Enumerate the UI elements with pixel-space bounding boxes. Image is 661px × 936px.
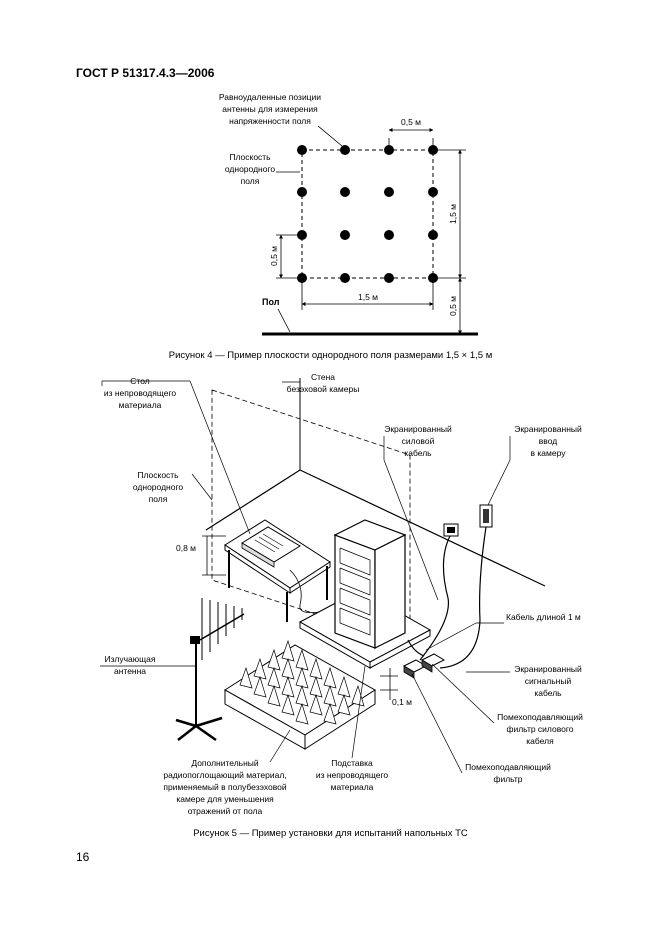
label-filter-1: Помехоподавляющий (465, 762, 551, 772)
field-plane-dashed (211, 389, 411, 646)
dim-height-label: 0,5 м (448, 296, 458, 316)
point (428, 230, 438, 240)
figure-4-uniform-field-plane: Равноудаленные позиции антенны для измер… (219, 92, 478, 336)
label-input-2: ввод (539, 436, 557, 446)
page-number: 16 (76, 850, 90, 864)
dim-bottom-label: 1,5 м (358, 292, 378, 302)
signal-cable (439, 526, 487, 669)
floor-edge-back (205, 469, 301, 531)
label-plane5-1: Плоскость (137, 470, 179, 480)
label-cable-1m: Кабель длиной 1 м (506, 612, 581, 622)
label-stand-3: материала (331, 782, 374, 792)
point (384, 187, 394, 197)
point (297, 145, 307, 155)
label-absorber-3: применяемый в полубезэховой (163, 782, 287, 792)
point (384, 230, 394, 240)
figure-5-floor-standing-setup: 0,8 м 0,1 м (100, 372, 583, 816)
point (384, 273, 394, 283)
label-power-filter-3: кабеля (526, 736, 554, 746)
label-antenna-2: антенна (114, 666, 146, 676)
label-absorber-1: Дополнительный (191, 758, 259, 768)
point (428, 273, 438, 283)
dim-right-label: 1,5 м (448, 204, 458, 224)
absorber-spikes (239, 639, 365, 725)
label-power-3: кабель (404, 448, 432, 458)
label-wall-2: безэховой камеры (287, 384, 360, 394)
point (340, 145, 350, 155)
power-cable (419, 535, 451, 661)
label-input-1: Экранированный (514, 424, 582, 434)
label-positions-1: Равноудаленные позиции (219, 92, 321, 102)
point (384, 145, 394, 155)
label-positions-2: антенны для измерения (222, 104, 318, 114)
measurement-points (297, 145, 438, 283)
point (340, 187, 350, 197)
label-table-2: из непроводящего (104, 388, 177, 398)
point (428, 145, 438, 155)
label-signal-2: сигнальный (525, 676, 572, 686)
eut-cabinet-front (334, 534, 376, 649)
dim-left-label: 0,5 м (269, 246, 279, 266)
label-plane-3: поля (241, 176, 260, 186)
label-absorber-2: радиопоглощающий материал, (163, 770, 286, 780)
floor-edge-right (299, 469, 546, 587)
label-absorber-5: отражений от пола (188, 806, 263, 816)
field-plane-outline (301, 149, 434, 279)
dim-top-label: 0,5 м (401, 117, 421, 127)
leader-floor (277, 308, 291, 333)
point (297, 230, 307, 240)
leader-positions (317, 125, 343, 147)
label-positions-3: напряженности поля (229, 116, 311, 126)
label-table-3: материала (119, 400, 162, 410)
label-input-3: в камеру (531, 448, 567, 458)
label-antenna-1: Излучающая (105, 654, 156, 664)
label-signal-3: кабель (534, 688, 562, 698)
figure-4-caption: Рисунок 4 — Пример плоскости однородного… (168, 350, 493, 361)
label-filter-2: фильтр (493, 774, 522, 784)
label-power-1: Экранированный (384, 424, 452, 434)
label-power-filter-2: фильтр силового (506, 724, 573, 734)
label-plane5-3: поля (149, 494, 168, 504)
label-stand-2: из непроводящего (316, 770, 389, 780)
dim-gap: 0,1 м (392, 697, 412, 707)
point (428, 187, 438, 197)
label-plane-1: Плоскость (229, 152, 271, 162)
label-stand-1: Подставка (331, 758, 373, 768)
label-signal-1: Экранированный (514, 664, 582, 674)
point (340, 230, 350, 240)
label-floor: Пол (262, 297, 280, 307)
label-power-2: силовой (402, 436, 435, 446)
antenna-mount (190, 636, 200, 644)
label-plane5-2: однородного (133, 482, 183, 492)
label-wall-1: Стена (311, 372, 335, 382)
figure-5-caption: Рисунок 5 — Пример установки для испытан… (193, 828, 468, 839)
label-absorber-4: камере для уменьшения (176, 794, 274, 804)
label-plane-2: однородного (225, 164, 275, 174)
point (340, 273, 350, 283)
point (297, 187, 307, 197)
dim-table-height: 0,8 м (176, 543, 196, 553)
label-power-filter-1: Помехоподавляющий (497, 712, 583, 722)
point (297, 273, 307, 283)
document-header: ГОСТ Р 51317.4.3—2006 (76, 66, 215, 80)
